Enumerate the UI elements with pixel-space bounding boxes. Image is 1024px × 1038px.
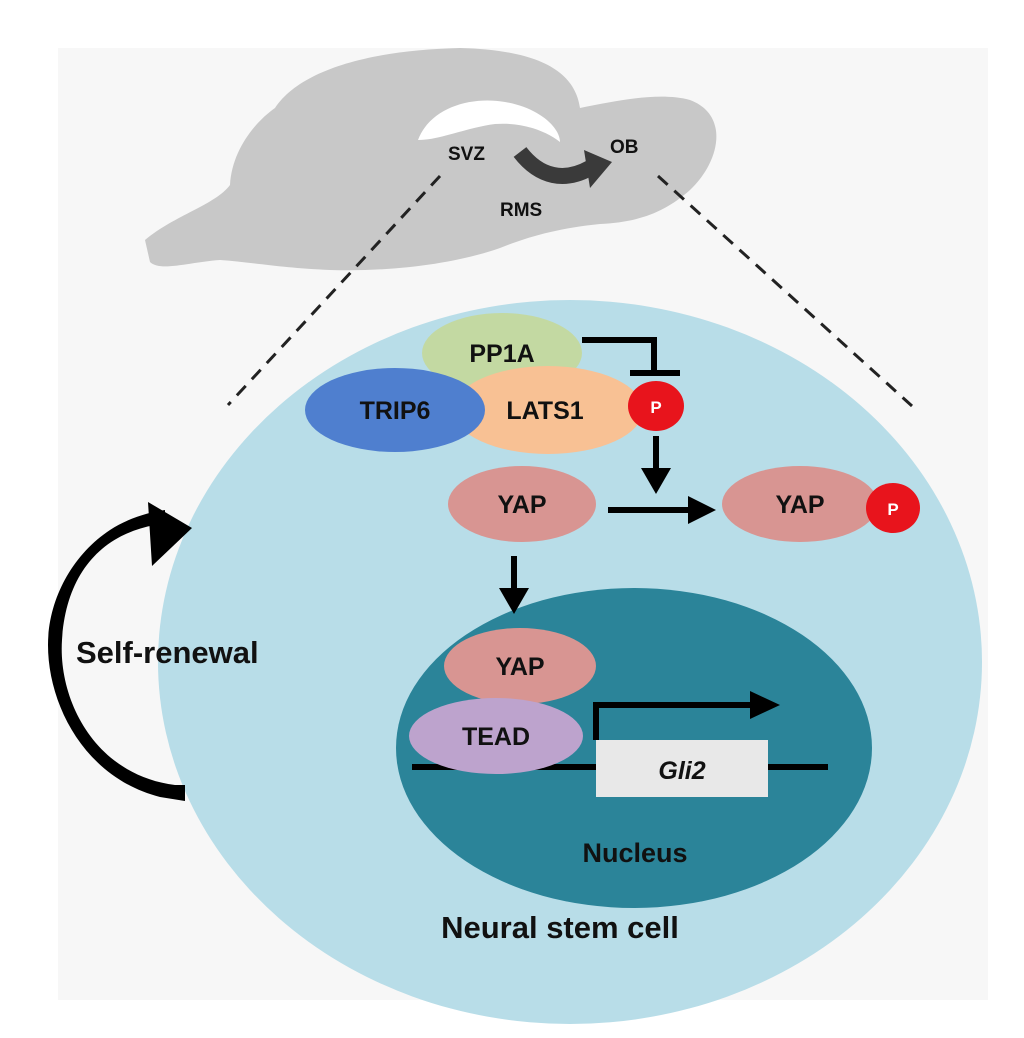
ob-label: OB: [610, 137, 639, 158]
brain-silhouette: SVZ OB RMS: [145, 48, 717, 271]
trip6-label: TRIP6: [360, 397, 431, 425]
yap-translocation-arrow-icon: [499, 556, 529, 614]
self-renewal-arrow-icon: [48, 502, 192, 801]
phosphorylation-arrow-icon: [641, 436, 671, 494]
trip6-protein: [305, 368, 485, 452]
rms-curved-arrow-icon: [513, 146, 612, 188]
brain-shape: [145, 48, 717, 271]
tead-label: TEAD: [462, 723, 530, 751]
lats1-protein: [453, 366, 643, 454]
yap-cytoplasm-protein: [448, 466, 596, 542]
phospho-label-2: P: [887, 500, 898, 519]
zoom-line-left: [226, 174, 442, 407]
ventricle-shape: [418, 100, 560, 142]
gli2-label: Gli2: [658, 757, 705, 785]
pp1a-label: PP1A: [469, 340, 534, 368]
yap-cytoplasm-label: YAP: [497, 491, 546, 519]
phospho-group: [628, 381, 684, 431]
phospho-group-2: [866, 483, 920, 533]
self-renewal-label: Self-renewal: [76, 635, 259, 670]
nucleus-label: Nucleus: [582, 838, 687, 868]
transcription-arrow-icon: [593, 691, 780, 740]
svz-label: SVZ: [448, 144, 485, 165]
yap-nucleus-label: YAP: [495, 653, 544, 681]
rms-label: RMS: [500, 200, 542, 221]
phospho-label: P: [650, 398, 661, 417]
yap-nucleus-protein: [444, 628, 596, 704]
tead-protein: [409, 698, 583, 774]
gli2-gene-box: [596, 740, 768, 797]
pp1a-inhibition-icon: [582, 337, 680, 376]
yap-phosphorylation-arrow-icon: [608, 496, 716, 524]
yap-phospho-protein: [722, 466, 878, 542]
yap-phospho-label: YAP: [775, 491, 824, 519]
lats1-label: LATS1: [506, 397, 583, 425]
cell-label: Neural stem cell: [441, 910, 679, 945]
